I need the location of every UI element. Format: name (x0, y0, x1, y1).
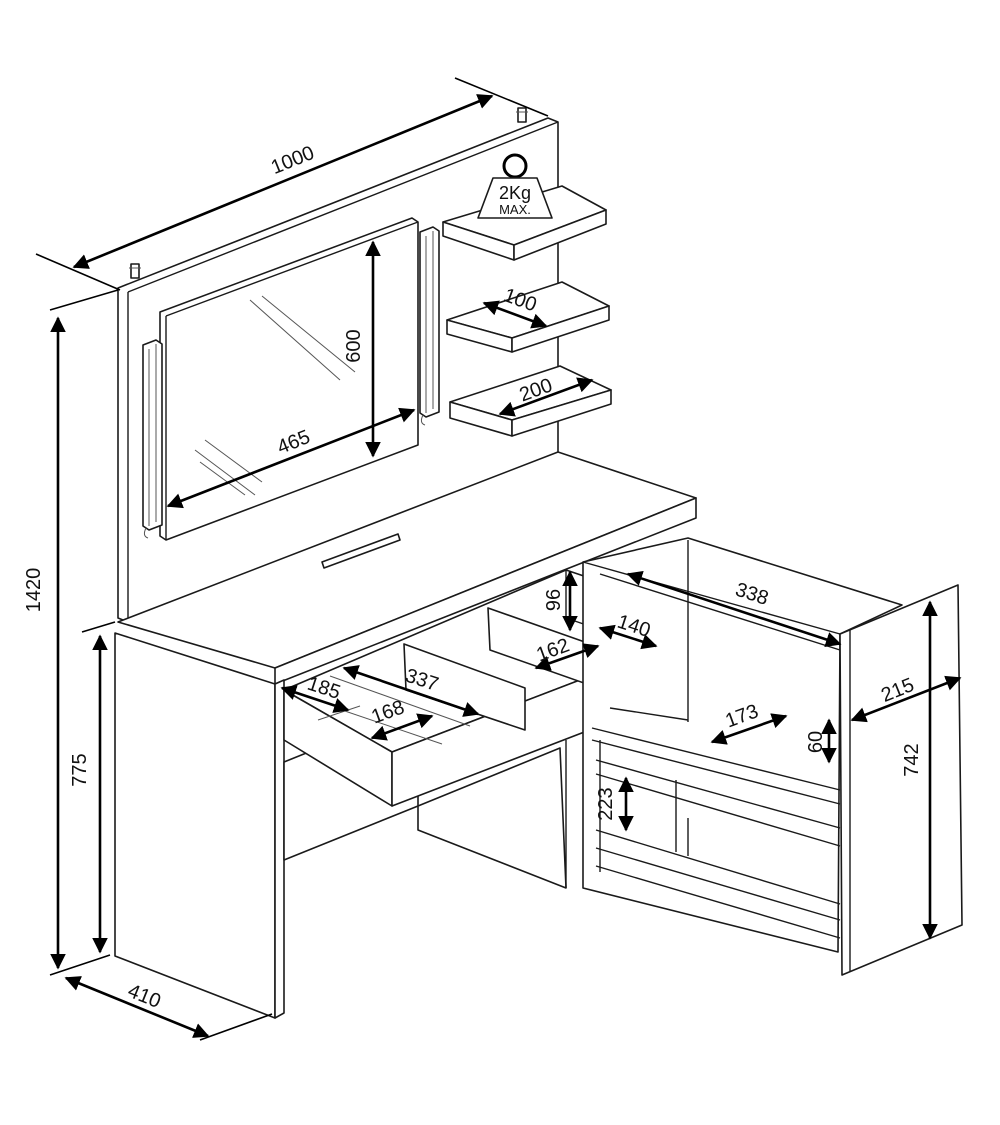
dim-line-depth (64, 976, 210, 1038)
label-total-width: 1000 (268, 142, 318, 179)
wall-screw-left-icon (129, 263, 141, 279)
dim-line-cabinet-inner-width (626, 570, 842, 648)
weight-limit-badge: 2Kg MAX. (477, 153, 553, 219)
label-shelf-gap-upper: 60 (805, 731, 827, 753)
dim-line-cabinet-depth (850, 675, 962, 723)
label-depth: 410 (125, 980, 164, 1013)
weight-ring-icon (502, 153, 528, 179)
dim-line-mirror-width (166, 407, 416, 509)
dim-line-total-width (72, 94, 494, 269)
label-total-height: 1420 (23, 568, 45, 613)
light-bar-right (419, 226, 440, 426)
label-desk-height: 775 (69, 753, 91, 786)
dim-line-shelf-width (498, 377, 594, 417)
left-side-panel (114, 632, 285, 1019)
dim-line-shelf-inner-depth (710, 713, 788, 745)
weight-load-label: 2Kg (499, 183, 531, 203)
desk-top (117, 451, 697, 685)
light-bar-left (142, 339, 163, 539)
dimension-lines (35, 77, 962, 1041)
label-cabinet-height: 742 (901, 743, 923, 776)
label-drawer-height: 96 (543, 589, 565, 611)
cable-slot (321, 533, 401, 569)
dim-line-drawer-inner-width (342, 665, 480, 717)
dim-line-compartment-b (534, 643, 600, 671)
dim-line-compartment-d (370, 713, 434, 741)
cabinet-side-panel (839, 584, 963, 976)
label-mirror-height: 600 (343, 329, 365, 362)
label-shelf-gap-lower: 223 (595, 787, 617, 820)
weight-max-label: MAX. (499, 202, 531, 217)
dim-line-shelf-depth (482, 300, 548, 329)
dim-line-compartment-c (280, 685, 350, 713)
wall-screw-right-icon (516, 107, 528, 123)
